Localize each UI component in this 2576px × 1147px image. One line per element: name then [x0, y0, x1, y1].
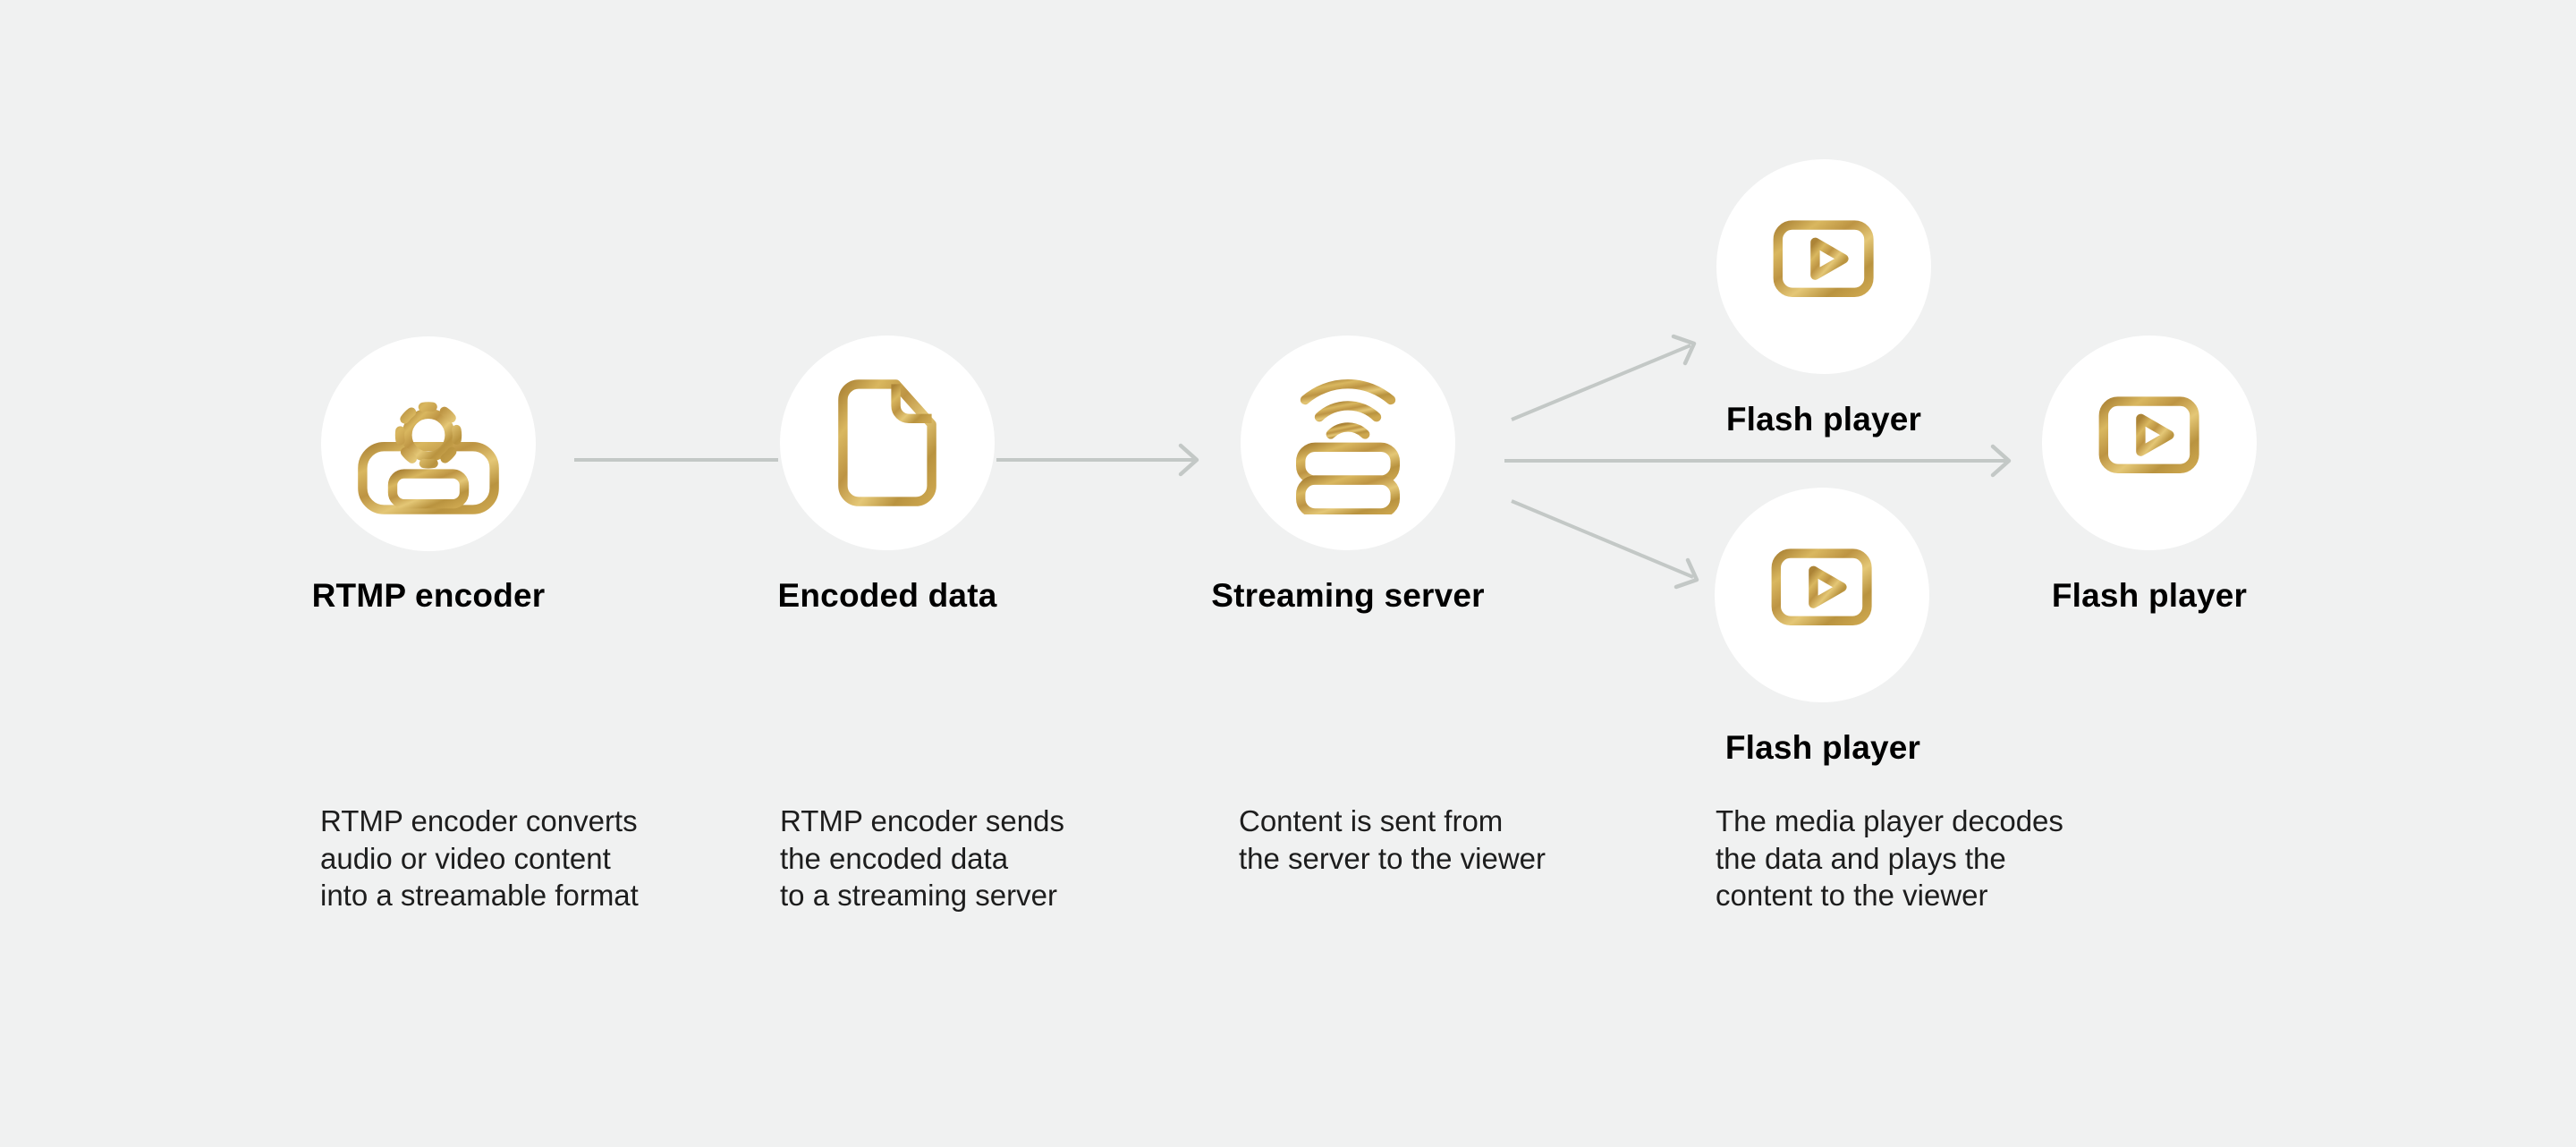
step-description: RTMP encoder sends the encoded data to a…: [780, 804, 1064, 912]
document-icon: [838, 379, 936, 506]
step-description: Content is sent from the server to the v…: [1239, 804, 1546, 875]
node-label: Flash player: [1725, 401, 1922, 438]
node-flash-player-bottom: [1715, 488, 1929, 702]
arrowhead-icon: [1674, 557, 1699, 590]
arrowhead-icon: [1178, 443, 1199, 477]
media-player-icon: [1761, 548, 1883, 637]
node-flash-player-right: [2042, 336, 2257, 550]
node-label: RTMP encoder: [311, 577, 546, 614]
node-label: Flash player: [2051, 577, 2248, 614]
arrow-server-to-player-top: [1511, 344, 1691, 421]
media-player-icon: [1763, 220, 1885, 309]
node-flash-player-top: [1716, 159, 1931, 374]
node-rtmp-encoder: [321, 336, 536, 551]
step-description: RTMP encoder converts audio or video con…: [320, 804, 639, 912]
encoder-icon: [358, 402, 499, 514]
node-label: Streaming server: [1211, 577, 1485, 614]
media-player-icon: [2089, 396, 2210, 485]
step-description: The media player decodes the data and pl…: [1716, 804, 2063, 912]
node-streaming-server: [1241, 336, 1455, 550]
node-label: Encoded data: [777, 577, 997, 614]
arrowhead-icon: [1671, 334, 1697, 366]
node-encoded-data: [780, 336, 995, 550]
server-wifi-icon: [1296, 379, 1400, 514]
node-label: Flash player: [1724, 729, 1921, 766]
arrow-server-to-player-bottom: [1511, 499, 1694, 579]
arrowhead-icon: [1990, 444, 2012, 478]
